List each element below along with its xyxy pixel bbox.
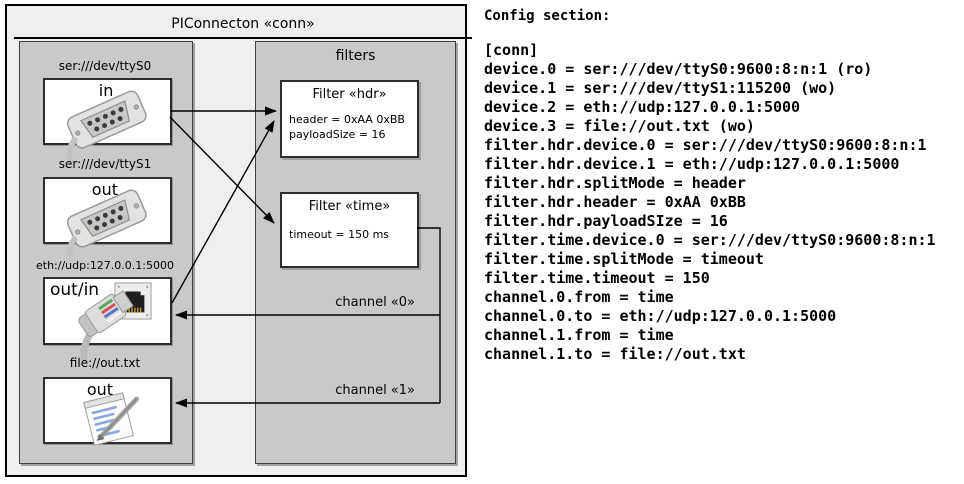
config-section-body: [conn] device.0 = ser:///dev/ttyS0:9600:… [484,41,936,363]
filter-time-title: Filter «time» [308,199,391,214]
frame-title: PIConnecton «conn» [14,12,472,39]
device-box-ttys1: out [43,177,172,262]
device-label-ttys0: ser:///dev/ttyS0 [58,59,152,73]
device-direction-label: out [86,380,114,399]
filter-hdr-box: Filter «hdr» header = 0xAA 0xBB payloadS… [280,80,419,158]
device-label-eth: eth://udp:127.0.0.1:5000 [36,259,174,272]
filter-time-box: Filter «time» timeout = 150 ms [280,192,419,268]
device-box-ttys0: in [43,78,172,163]
channel-0-label: channel «0» [335,295,415,310]
serial-connector-icon [66,90,147,163]
filter-hdr-prop-payloadsize: payloadSize = 16 [289,128,386,141]
filter-hdr-title: Filter «hdr» [312,87,387,102]
device-box-file: out [43,377,172,446]
ethernet-plug-icon [78,290,134,362]
notepad-icon [82,392,139,446]
device-label-file: file://out.txt [69,356,141,370]
channel-1-label: channel «1» [335,383,415,398]
device-direction-label: in [98,81,114,100]
config-section-heading: Config section: [484,8,611,24]
filter-hdr-prop-header: header = 0xAA 0xBB [289,113,405,126]
filter-time-prop-timeout: timeout = 150 ms [289,228,390,241]
device-box-eth: out/in [43,277,172,362]
serial-connector-icon [66,189,147,262]
filters-panel-title: filters [335,48,376,64]
device-label-ttys1: ser:///dev/ttyS1 [58,157,152,171]
device-direction-label: out/in [50,280,100,300]
device-direction-label: out [91,180,118,199]
